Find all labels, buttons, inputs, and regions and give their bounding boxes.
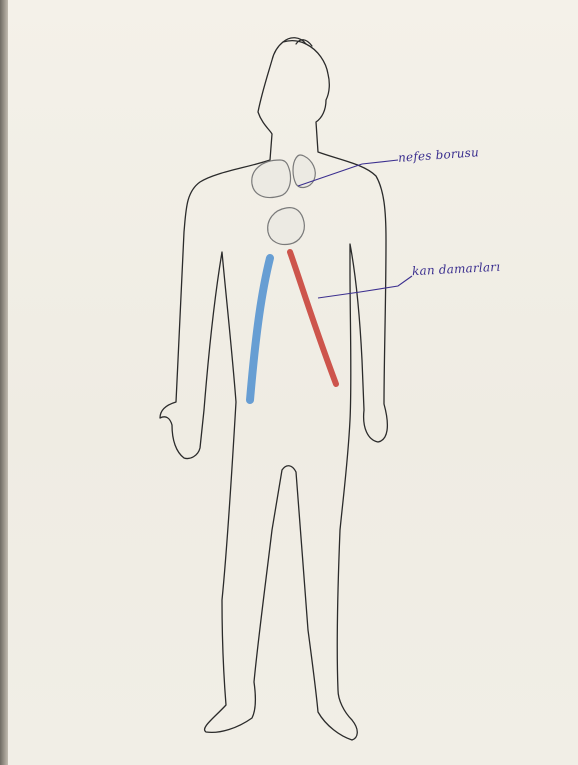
lung-right	[293, 155, 315, 188]
vein-blue	[250, 258, 270, 400]
body-outline	[160, 41, 387, 740]
heart-shape	[268, 208, 305, 245]
lung-left	[252, 160, 291, 198]
artery-red	[290, 252, 336, 384]
pointer-line-blood	[318, 276, 412, 298]
